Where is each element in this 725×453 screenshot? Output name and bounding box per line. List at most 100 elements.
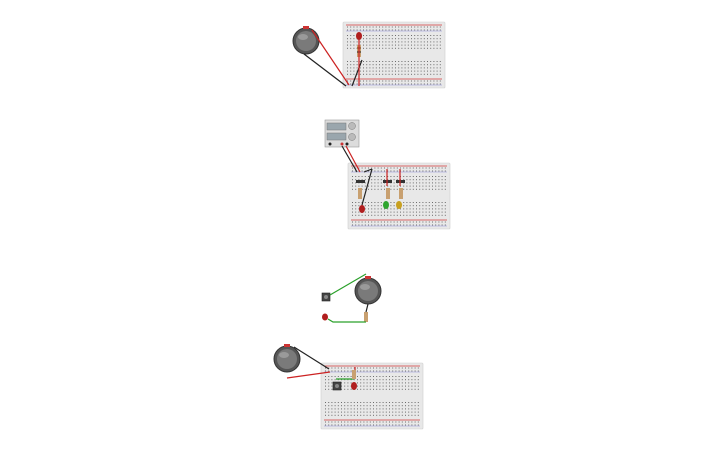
breadboard-hole	[420, 47, 422, 49]
breadboard-hole	[363, 411, 365, 413]
breadboard-hole	[406, 167, 408, 169]
breadboard-hole	[385, 70, 387, 72]
coin-cell-battery-4[interactable]	[273, 344, 301, 373]
breadboard-hole	[382, 382, 384, 384]
red-led-2[interactable]	[359, 205, 365, 213]
coin-cell-battery-1[interactable]	[292, 26, 320, 55]
breadboard-hole	[385, 370, 387, 372]
breadboard-hole	[361, 170, 363, 172]
pushbutton-4[interactable]	[332, 381, 342, 391]
breadboard-hole	[409, 167, 411, 169]
breadboard-hole	[352, 221, 353, 223]
breadboard-hole	[357, 405, 358, 407]
breadboard-hole	[380, 167, 382, 169]
red-led-4[interactable]	[351, 382, 357, 390]
breadboard-hole	[325, 376, 326, 377]
bench-power-supply[interactable]	[324, 119, 360, 148]
breadboard-hole	[409, 224, 411, 226]
breadboard-hole	[350, 405, 352, 407]
wire-red-2[interactable]	[345, 145, 361, 173]
breadboard-hole	[376, 408, 378, 410]
breadboard-hole	[436, 80, 438, 82]
breadboard-hole	[328, 388, 330, 390]
resistor-3[interactable]	[364, 312, 368, 322]
wire-black-3[interactable]	[365, 303, 369, 313]
breadboard-hole	[334, 367, 336, 369]
breadboard-1[interactable]	[342, 21, 446, 89]
breadboard-hole	[347, 73, 348, 75]
breadboard-hole	[366, 402, 368, 403]
breadboard-hole	[419, 214, 421, 216]
breadboard-hole	[441, 179, 443, 181]
breadboard-hole	[432, 167, 433, 169]
breadboard-hole	[385, 73, 387, 75]
breadboard-hole	[439, 61, 441, 62]
breadboard-hole	[411, 47, 412, 49]
breadboard-hole	[379, 47, 380, 49]
breadboard-hole	[369, 411, 371, 413]
red-led-1[interactable]	[356, 32, 362, 40]
breadboard-hole	[369, 80, 371, 82]
breadboard-hole	[359, 80, 361, 82]
breadboard-hole	[379, 388, 381, 390]
red-led-3[interactable]	[322, 313, 328, 321]
yellow-led-2[interactable]	[396, 201, 402, 209]
breadboard-hole	[352, 211, 353, 213]
breadboard-hole	[414, 67, 416, 69]
breadboard-hole	[391, 26, 393, 28]
jumpers-2[interactable]	[356, 168, 405, 206]
breadboard-hole	[353, 44, 355, 46]
wire-green-3b[interactable]	[327, 318, 366, 323]
wire-black-2[interactable]	[341, 145, 358, 173]
wire-green-3a[interactable]	[329, 273, 367, 296]
breadboard-hole	[419, 208, 421, 210]
breadboard-hole	[385, 388, 387, 390]
breadboard-hole	[373, 414, 374, 416]
breadboard-hole	[361, 176, 363, 177]
coin-cell-battery-3[interactable]	[354, 276, 382, 305]
breadboard-hole	[347, 382, 349, 384]
breadboard-hole	[420, 35, 422, 36]
breadboard-hole	[401, 70, 403, 72]
breadboard-hole	[375, 83, 377, 85]
breadboard-hole	[380, 211, 382, 213]
breadboard-hole	[350, 73, 352, 75]
wire-black-1b[interactable]	[351, 59, 363, 87]
breadboard-hole	[438, 182, 440, 184]
breadboard-hole	[374, 188, 376, 190]
breadboard-hole	[391, 44, 393, 46]
breadboard-hole	[373, 424, 374, 426]
breadboard-hole	[379, 376, 381, 377]
breadboard-hole	[360, 370, 362, 372]
breadboard-hole	[379, 73, 380, 75]
breadboard-hole	[436, 70, 438, 72]
breadboard-hole	[400, 185, 401, 187]
breadboard-hole	[328, 421, 330, 423]
breadboard-hole	[414, 47, 416, 49]
resistor-4[interactable]	[352, 370, 356, 379]
breadboard-hole	[419, 188, 421, 190]
pushbutton-3[interactable]	[321, 292, 331, 302]
wire-red-4[interactable]	[286, 371, 331, 379]
breadboard-hole	[403, 185, 405, 187]
green-led-2[interactable]	[383, 201, 389, 209]
wire-red-1[interactable]	[311, 29, 350, 86]
breadboard-4[interactable]	[320, 362, 424, 430]
breadboard-hole	[347, 64, 348, 66]
resistors-2[interactable]	[358, 188, 403, 199]
breadboard-hole	[409, 179, 411, 181]
breadboard-hole	[423, 47, 425, 49]
breadboard-hole	[334, 370, 336, 372]
wire-black-4[interactable]	[293, 346, 330, 370]
wire-black-1[interactable]	[303, 53, 347, 87]
breadboard-hole	[385, 414, 387, 416]
breadboard-hole	[344, 424, 346, 426]
breadboard-hole	[350, 64, 352, 66]
breadboard-hole	[395, 414, 397, 416]
breadboard-hole	[423, 73, 425, 75]
breadboard-hole	[347, 408, 349, 410]
breadboard-hole	[347, 70, 348, 72]
breadboard-hole	[357, 421, 358, 423]
breadboard-hole	[420, 38, 422, 40]
